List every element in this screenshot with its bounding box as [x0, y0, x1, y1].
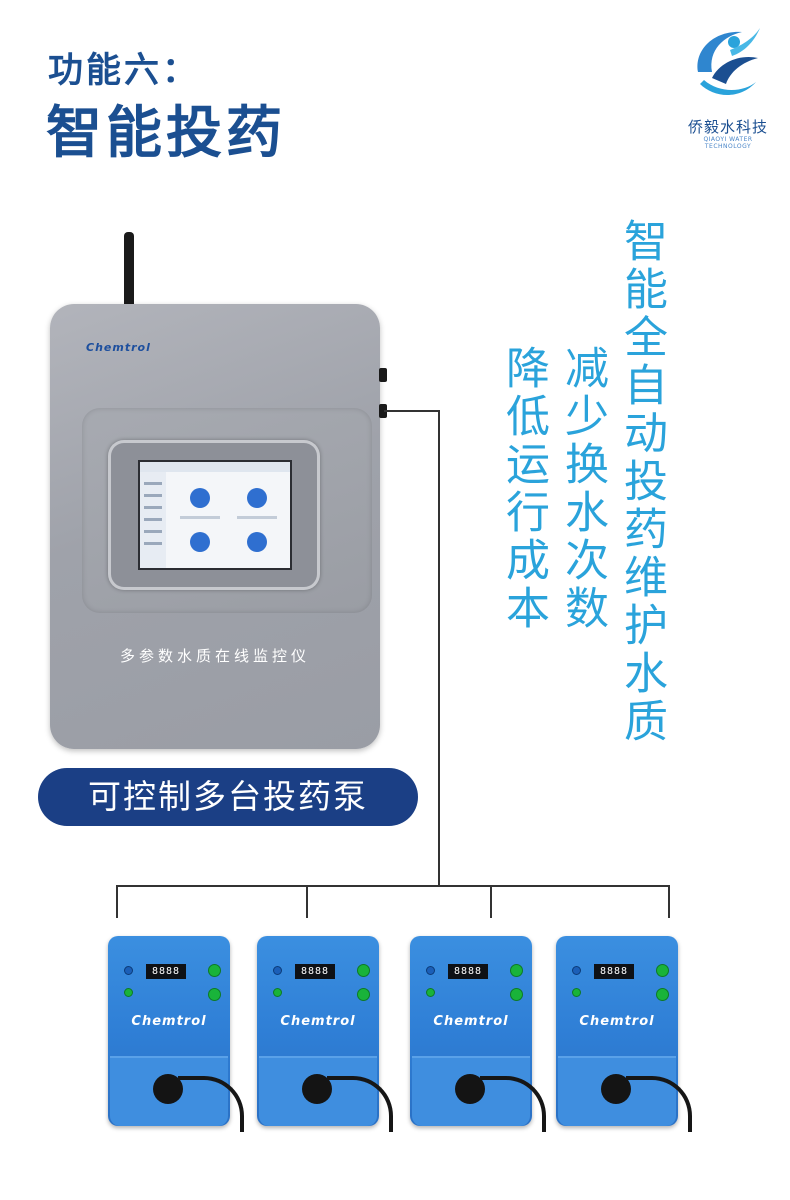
- pump-display: 8888: [295, 964, 335, 979]
- callout-banner: 可控制多台投药泵: [38, 768, 418, 826]
- connector-line-top: [384, 410, 439, 412]
- pump-display: 8888: [146, 964, 186, 979]
- connector-drop-1: [116, 885, 118, 918]
- connector-drop-2: [306, 885, 308, 918]
- pump-cable: [327, 1076, 393, 1132]
- tagline-3: 降低运行成本: [498, 345, 549, 633]
- pump-display: 8888: [448, 964, 488, 979]
- logo-subname: QIAOYI WATER TECHNOLOGY: [703, 136, 753, 150]
- controller-screen: [138, 460, 292, 570]
- section-subtitle: 功能六：: [48, 51, 201, 91]
- pump-down-button[interactable]: [656, 988, 669, 1001]
- pump-down-button[interactable]: [510, 988, 523, 1001]
- pump-up-button[interactable]: [208, 964, 221, 977]
- page-title: 智能投药: [46, 101, 286, 166]
- pump-status-icon: [426, 988, 435, 997]
- controller-label: 多参数水质在线监控仪: [119, 647, 310, 665]
- pump-brand: Chemtrol: [131, 1014, 207, 1029]
- pump-led-icon: [273, 966, 282, 975]
- dosing-pump-4: 8888 Chemtrol: [556, 936, 692, 1136]
- pump-brand: Chemtrol: [579, 1014, 655, 1029]
- antenna: [124, 232, 134, 310]
- pump-status-icon: [572, 988, 581, 997]
- dosing-pump-2: 8888 Chemtrol: [257, 936, 393, 1136]
- tagline-1: 智能全自动投药维护水质: [616, 218, 667, 746]
- dosing-pump-3: 8888 Chemtrol: [410, 936, 546, 1136]
- connector-drop-4: [668, 885, 670, 918]
- controller-brand: Chemtrol: [86, 341, 151, 354]
- dosing-pump-1: 8888 Chemtrol: [108, 936, 244, 1136]
- pump-down-button[interactable]: [357, 988, 370, 1001]
- controller-port-2: [379, 404, 387, 418]
- pump-up-button[interactable]: [656, 964, 669, 977]
- pump-led-icon: [124, 966, 133, 975]
- connector-drop-3: [490, 885, 492, 918]
- pump-brand: Chemtrol: [280, 1014, 356, 1029]
- company-logo-icon: [697, 28, 760, 95]
- pump-brand: Chemtrol: [433, 1014, 509, 1029]
- controller-port-1: [379, 368, 387, 382]
- connector-line-horizontal: [116, 885, 670, 887]
- pump-down-button[interactable]: [208, 988, 221, 1001]
- logo-name: 侨毅水科技: [687, 118, 768, 136]
- pump-cable: [178, 1076, 244, 1132]
- pump-status-icon: [124, 988, 133, 997]
- pump-display: 8888: [594, 964, 634, 979]
- pump-up-button[interactable]: [357, 964, 370, 977]
- pump-cable: [626, 1076, 692, 1132]
- pump-status-icon: [273, 988, 282, 997]
- pump-led-icon: [572, 966, 581, 975]
- tagline-2: 减少换水次数: [557, 345, 608, 633]
- pump-cable: [480, 1076, 546, 1132]
- connector-line-vertical: [438, 410, 440, 886]
- pump-led-icon: [426, 966, 435, 975]
- pump-up-button[interactable]: [510, 964, 523, 977]
